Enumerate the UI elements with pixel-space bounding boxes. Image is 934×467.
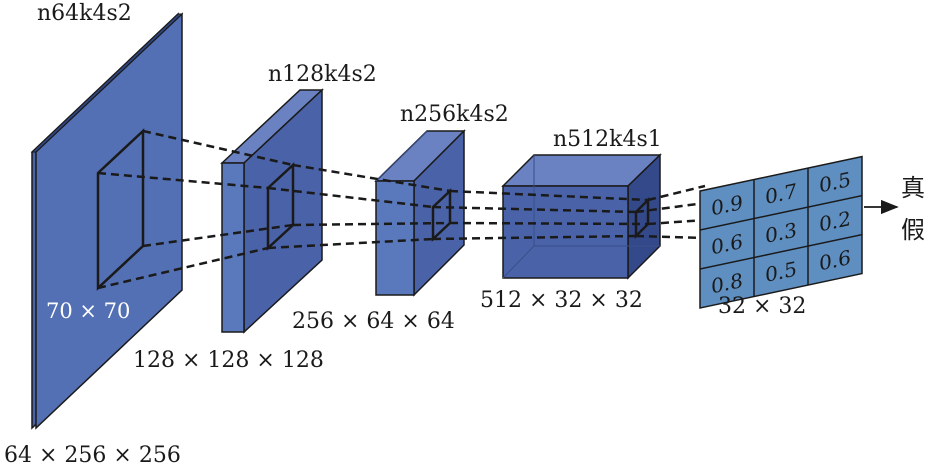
layer-3-dims: 256 × 64 × 64 [292, 309, 455, 334]
layer-1-name: n64k4s2 [37, 1, 132, 26]
layer-2-name: n128k4s2 [268, 62, 377, 87]
layer-3-block [374, 129, 466, 297]
fake-label: 假 [901, 216, 925, 244]
output-size: 32 × 32 [718, 294, 806, 319]
receptive-field-connectors [97, 129, 706, 290]
patch-size-label: 70 × 70 [46, 299, 130, 323]
layer-4-block [501, 153, 662, 280]
real-label: 真 [901, 174, 925, 202]
layer-4-name: n512k4s1 [553, 127, 662, 152]
layer-2-block [220, 88, 324, 334]
layer-4-dims: 512 × 32 × 32 [480, 288, 643, 313]
layer-2-dims: 128 × 128 × 128 [133, 348, 324, 373]
layer-1-dims: 64 × 256 × 256 [4, 443, 181, 467]
layer-3-name: n256k4s2 [400, 102, 509, 127]
output-patch-grid: 0.9 0.7 0.5 0.6 0.3 0.2 0.8 0.5 0.6 [699, 155, 863, 309]
layer-1-block [30, 12, 184, 430]
